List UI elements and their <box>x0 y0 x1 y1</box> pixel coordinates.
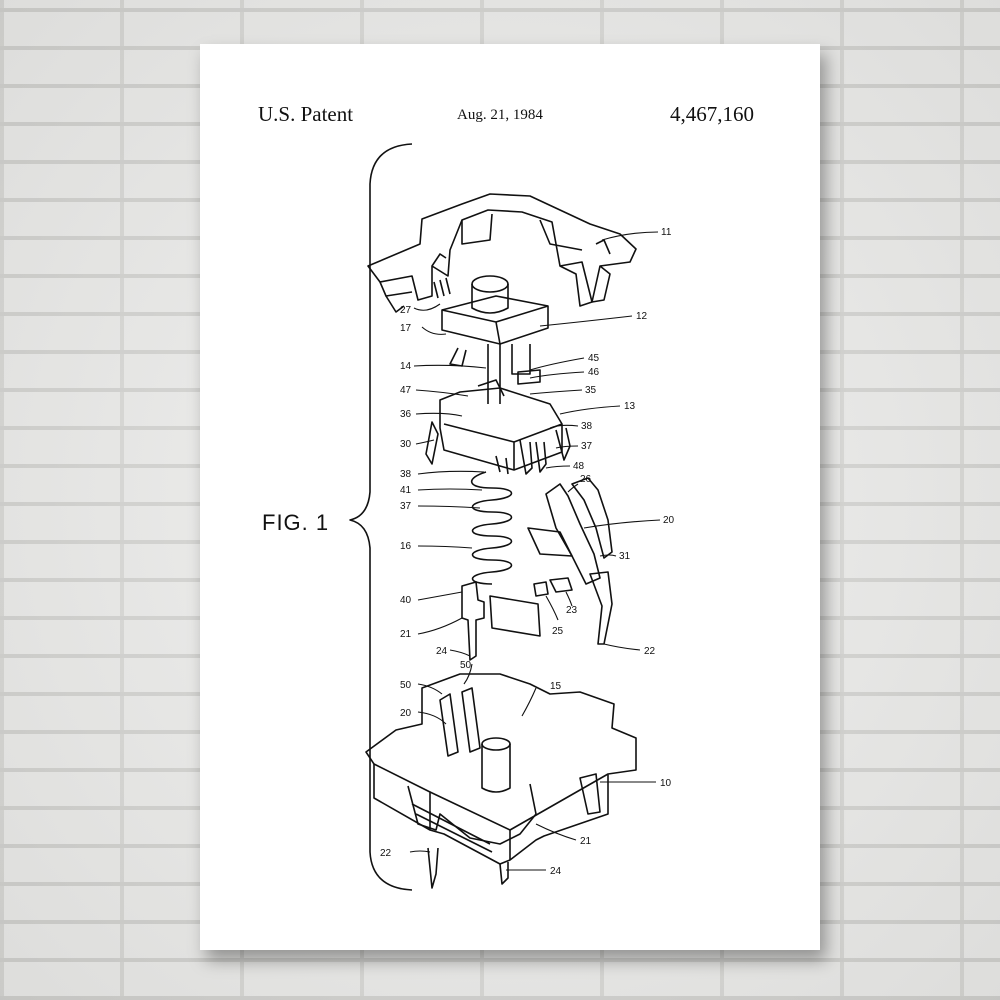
ref-numeral: 25 <box>552 626 564 637</box>
ref-numeral: 35 <box>585 385 597 396</box>
ref-numeral: 20 <box>400 708 412 719</box>
ref-numeral: 22 <box>644 646 656 657</box>
ref-numeral: 30 <box>400 439 412 450</box>
ref-numeral: 26 <box>580 474 592 485</box>
ref-numeral: 22 <box>380 848 392 859</box>
contact-leaf-part <box>527 477 613 645</box>
stem-part <box>441 275 549 404</box>
ref-numeral: 17 <box>400 323 412 334</box>
ref-numeral: 47 <box>400 385 412 396</box>
ref-numeral: 10 <box>660 778 672 789</box>
header-patent-date: Aug. 21, 1984 <box>457 107 543 123</box>
ref-numeral: 16 <box>400 541 412 552</box>
ref-numeral: 31 <box>619 551 631 562</box>
ref-numeral: 27 <box>400 305 412 316</box>
ref-numeral: 21 <box>400 629 412 640</box>
ref-numeral: 50 <box>460 660 472 671</box>
ref-numeral: 12 <box>636 311 648 322</box>
base-housing-part <box>365 673 637 889</box>
patent-poster: U.S. Patent Aug. 21, 1984 4,467,160 FIG.… <box>200 44 820 950</box>
ref-numeral: 41 <box>400 485 412 496</box>
spring-part <box>470 455 513 585</box>
ref-numeral: 11 <box>661 227 672 238</box>
ref-numeral: 24 <box>550 866 562 877</box>
figure-brace <box>349 143 413 891</box>
ref-numeral: 48 <box>573 461 585 472</box>
top-housing-part <box>367 193 637 313</box>
ref-numeral: 38 <box>400 469 412 480</box>
ref-numeral: 14 <box>400 361 412 372</box>
figure-label: FIG. 1 <box>262 510 330 535</box>
ref-numeral: 15 <box>550 681 562 692</box>
ref-numeral: 37 <box>400 501 412 512</box>
ref-numeral: 46 <box>588 367 600 378</box>
ref-numeral: 38 <box>581 421 593 432</box>
ref-numeral: 20 <box>663 515 675 526</box>
ref-numeral: 40 <box>400 595 412 606</box>
ref-numeral: 21 <box>580 836 592 847</box>
ref-numeral: 13 <box>624 401 636 412</box>
contact-part <box>461 581 549 661</box>
header-patent-title: U.S. Patent <box>258 102 354 126</box>
ref-numeral: 36 <box>400 409 412 420</box>
ref-numeral: 45 <box>588 353 600 364</box>
ref-numeral: 50 <box>400 680 412 691</box>
stem-holder-part <box>425 379 571 475</box>
ref-numeral: 24 <box>436 646 448 657</box>
ref-numeral: 23 <box>566 605 578 616</box>
header-patent-number: 4,467,160 <box>670 102 754 126</box>
ref-numeral: 37 <box>581 441 593 452</box>
patent-drawing: 11 27 17 12 14 45 46 47 35 13 36 38 30 3… <box>349 143 675 891</box>
